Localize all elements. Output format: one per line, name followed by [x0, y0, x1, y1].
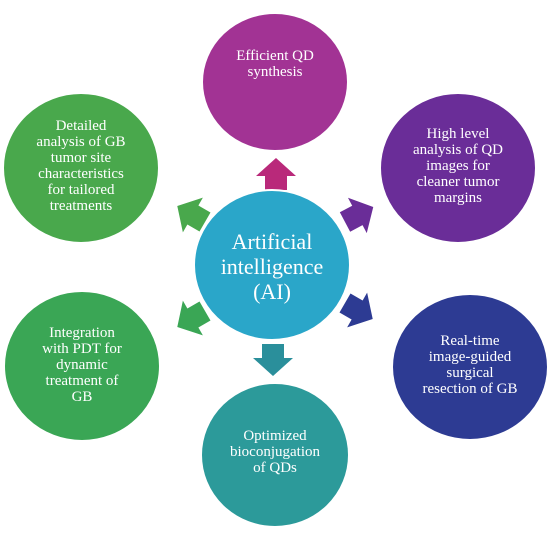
nodes.5-line: Detailed: [56, 118, 107, 134]
nodes.5-line: treatments: [50, 198, 113, 214]
nodes.1-line: cleaner tumor: [417, 174, 500, 190]
nodes.0-line: Efficient QD: [236, 48, 314, 64]
arrow-lower-right: [339, 292, 373, 328]
nodes.5-line: analysis of GB: [36, 134, 125, 150]
nodes.1-line: High level: [427, 126, 490, 142]
center-line: (AI): [253, 279, 291, 304]
nodes.4-line: Integration: [49, 325, 115, 341]
nodes.2-line: resection of GB: [423, 381, 518, 397]
node-circle: [201, 12, 349, 152]
nodes.5-line: tumor site: [51, 150, 112, 166]
nodes.1-line: margins: [434, 190, 482, 206]
arrow-lower-left: [177, 300, 211, 336]
center-circle: [193, 189, 351, 341]
nodes.1-line: analysis of QD: [413, 142, 503, 158]
arrow-upper-left: [177, 197, 211, 233]
nodes.3-line: of QDs: [253, 460, 297, 476]
arrows: [177, 158, 374, 376]
arrow-bottom: [253, 344, 293, 376]
nodes.4-line: dynamic: [56, 357, 108, 373]
nodes.5-line: for tailored: [47, 182, 115, 198]
arrow-top: [256, 158, 296, 190]
center-line: Artificial: [232, 229, 313, 254]
nodes.4-line: GB: [72, 389, 93, 405]
node-circle: [2, 92, 160, 244]
center-line: intelligence: [221, 254, 324, 279]
node-circle: [379, 92, 537, 244]
node-circle: [3, 290, 161, 442]
nodes.0-line: synthesis: [247, 64, 302, 80]
node-circle: [200, 382, 350, 528]
nodes.2-line: Real-time: [440, 333, 499, 349]
nodes.3-line: Optimized: [243, 428, 307, 444]
nodes.4-line: treatment of: [46, 373, 119, 389]
nodes.5-line: characteristics: [38, 166, 124, 182]
nodes.1-line: images for: [426, 158, 490, 174]
nodes.2-line: surgical: [446, 365, 493, 381]
nodes.4-line: with PDT for: [42, 341, 122, 357]
node-circle: [391, 293, 549, 441]
arrow-upper-right: [339, 197, 374, 234]
nodes.3-line: bioconjugation: [230, 444, 320, 460]
nodes.2-line: image-guided: [429, 349, 512, 365]
